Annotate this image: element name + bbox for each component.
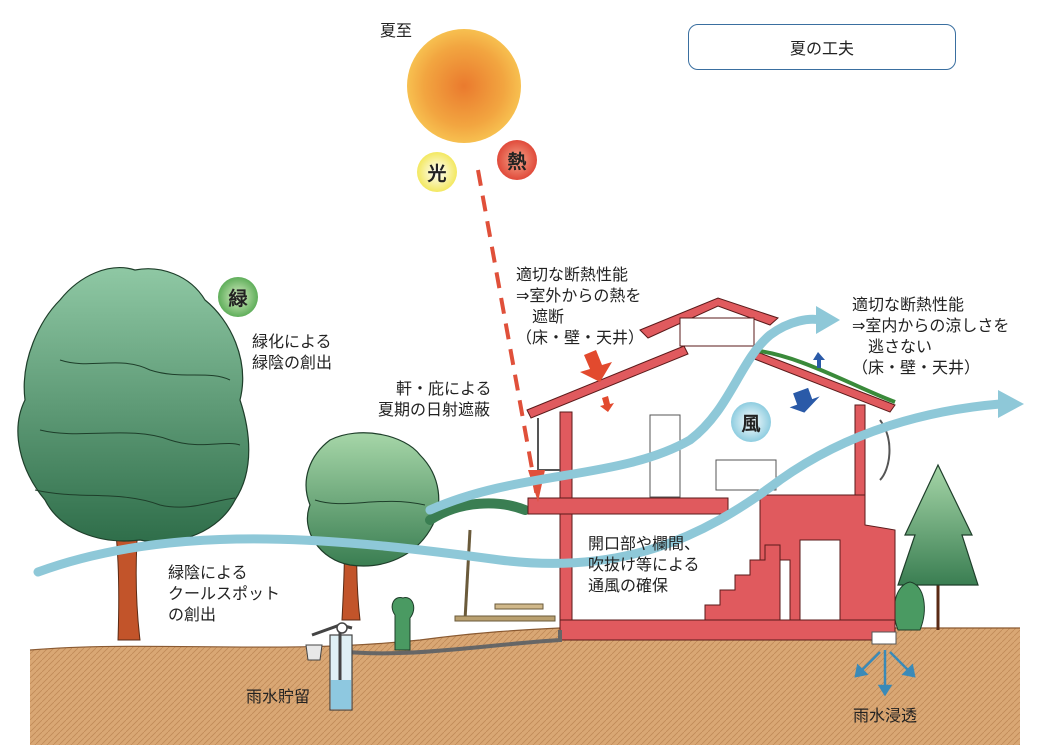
coolspot-line-3: の創出: [168, 605, 217, 624]
coolspot-label: 緑陰によるクールスポットの創出: [168, 562, 280, 625]
insulation-in-line-1: 適切な断熱性能: [852, 295, 965, 314]
insulation-out-line-2: ⇒室外からの熱を: [516, 286, 642, 305]
big-tree: [17, 267, 250, 641]
light-badge-bg: [417, 152, 457, 192]
coolspot-line-2: クールスポット: [168, 584, 281, 603]
greening-line-2: 緑陰の創出: [252, 353, 333, 372]
middle-tree: [305, 432, 440, 621]
title-box: 夏の工夫: [688, 24, 956, 70]
ground-line: [29, 627, 1020, 651]
light-badge: 光: [427, 162, 447, 185]
eaves-line-1: 軒・庇による: [396, 379, 492, 398]
insulation-out-line-1: 適切な断熱性能: [516, 265, 629, 284]
insulation-out-label: 適切な断熱性能 ⇒室外からの熱を 遮断 （床・壁・天井）: [516, 264, 644, 348]
wind-head-2: [816, 306, 840, 334]
sun-label: 夏至: [380, 21, 413, 40]
insulation-in-line-2: ⇒室内からの涼しさを: [852, 316, 1010, 335]
eaves-label: 軒・庇による夏期の日射遮蔽: [378, 378, 492, 420]
insulation-out-line-4: （床・壁・天井）: [516, 328, 645, 347]
shrub-left: [391, 596, 415, 651]
green-badge-bg: [218, 277, 258, 317]
wind-badge-bg: [731, 402, 771, 442]
heat-ray: [476, 169, 540, 503]
right-tree: [893, 463, 979, 631]
greening-line-1: 緑化による: [252, 332, 332, 351]
wind-badge: 風: [741, 412, 761, 435]
insulation-in-line-4: （床・壁・天井）: [852, 358, 981, 377]
coolspot-line-1: 緑陰による: [168, 563, 248, 582]
sun: [407, 29, 521, 143]
ventilation-line-2: 吹抜け等による: [588, 555, 700, 574]
heat-badge: 熱: [507, 150, 527, 173]
wind-streams: [33, 314, 1005, 577]
rain-storage-label: 雨水貯留: [246, 687, 311, 706]
ventilation-line-1: 開口部や欄間、: [588, 534, 701, 553]
cool-small-arrow: [813, 352, 825, 368]
rain-tank: [305, 622, 562, 711]
page-title: 夏の工夫: [789, 39, 854, 58]
heat-badge-bg: [497, 140, 537, 180]
ventilation-line-3: 通風の確保: [588, 576, 669, 595]
cool-keep-arrow: [789, 387, 820, 413]
pergola: [425, 498, 556, 622]
heat-block-arrow: [580, 350, 612, 382]
ground-soil: [30, 628, 1020, 745]
greening-label: 緑化による緑陰の創出: [252, 331, 332, 373]
insulation-in-line-3: 逃さない: [852, 337, 933, 356]
wind-head-1: [998, 390, 1024, 418]
ventilation-label: 開口部や欄間、吹抜け等による通風の確保: [588, 533, 700, 596]
insulation-in-label: 適切な断熱性能 ⇒室内からの涼しさを 逃さない （床・壁・天井）: [852, 294, 1009, 378]
infiltration-arrows: [854, 650, 916, 697]
rain-infiltration-label: 雨水浸透: [853, 706, 918, 725]
green-badge: 緑: [228, 287, 248, 310]
insulation-out-line-3: 遮断: [516, 307, 565, 326]
house: [526, 297, 897, 645]
eaves-line-2: 夏期の日射遮蔽: [378, 400, 491, 419]
heat-small-arrow: [600, 396, 614, 412]
